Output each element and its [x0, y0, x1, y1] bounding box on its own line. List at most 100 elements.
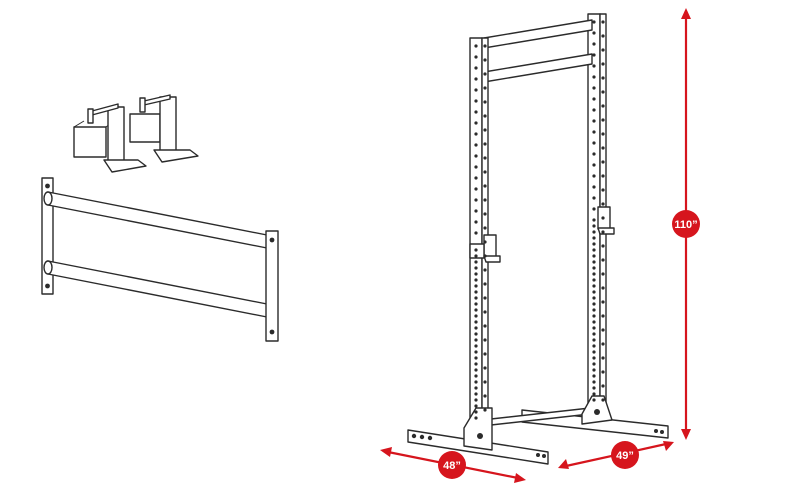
upright-hole [474, 88, 478, 92]
upright-hole [474, 254, 478, 258]
upright-hole [474, 187, 478, 191]
upright-hole [483, 114, 487, 118]
upright-hole [474, 176, 478, 180]
upright-hole [592, 350, 596, 354]
upright-hole [483, 212, 487, 216]
crossmember-illustration [41, 177, 279, 342]
upright-hole [601, 370, 605, 374]
upright-hole [592, 130, 596, 134]
upright-hole [592, 278, 596, 282]
upright-hole [483, 100, 487, 104]
upright-hole [474, 362, 478, 366]
upright-hole [474, 380, 478, 384]
upright-hole [474, 338, 478, 342]
upright-hole [592, 374, 596, 378]
upright-hole [474, 314, 478, 318]
width-badge [438, 451, 466, 479]
upright-hole [474, 356, 478, 360]
j-hooks-illustration [73, 94, 199, 173]
upright-hole [592, 196, 596, 200]
upright-hole [474, 416, 478, 420]
upright-hole [474, 410, 478, 414]
upright-hole [474, 260, 478, 264]
upright-hole [483, 366, 487, 370]
upright-hole [592, 141, 596, 145]
upright-hole [601, 160, 605, 164]
upright-hole [592, 248, 596, 252]
upright-hole [474, 143, 478, 147]
upright-hole [474, 154, 478, 158]
upright-hole [483, 352, 487, 356]
upright-hole [592, 42, 596, 46]
upright-hole [474, 398, 478, 402]
upright-hole [474, 302, 478, 306]
height-label: 110” [674, 219, 697, 231]
upright-hole [601, 216, 605, 220]
upright-hole [592, 260, 596, 264]
upright-hole [601, 20, 605, 24]
upright-hole [592, 230, 596, 234]
upright-hole [601, 356, 605, 360]
upright-hole [474, 386, 478, 390]
upright-hole [474, 248, 478, 252]
upright-hole [474, 272, 478, 276]
upright-hole [483, 282, 487, 286]
height-badge [672, 210, 700, 238]
depth-label: 49” [616, 450, 634, 462]
upright-hole [601, 90, 605, 94]
upright-hole [483, 72, 487, 76]
upright-hole [601, 258, 605, 262]
upright-hole [483, 226, 487, 230]
upright-hole [592, 242, 596, 246]
upright-hole [474, 231, 478, 235]
upright-hole [474, 198, 478, 202]
upright-hole [592, 20, 596, 24]
upright-hole [592, 119, 596, 123]
upright-hole [483, 380, 487, 384]
upright-hole [592, 392, 596, 396]
upright-hole [483, 324, 487, 328]
upright-hole [483, 268, 487, 272]
upright-hole [592, 356, 596, 360]
upright-hole [474, 110, 478, 114]
upright-hole [474, 121, 478, 125]
upright-hole [592, 53, 596, 57]
upright-hole [483, 394, 487, 398]
upright-hole [474, 344, 478, 348]
upright-hole [601, 384, 605, 388]
upright-hole [601, 174, 605, 178]
upright-hole [601, 118, 605, 122]
upright-hole [483, 198, 487, 202]
upright-hole [474, 132, 478, 136]
upright-hole [474, 266, 478, 270]
upright-hole [483, 184, 487, 188]
upright-hole [592, 218, 596, 222]
upright-hole [601, 104, 605, 108]
upright-hole [592, 97, 596, 101]
upright-hole [483, 58, 487, 62]
upright-hole [483, 296, 487, 300]
upright-hole [601, 244, 605, 248]
upright-hole [483, 156, 487, 160]
upright-hole [483, 310, 487, 314]
upright-hole [474, 209, 478, 213]
upright-hole [474, 308, 478, 312]
upright-hole [601, 132, 605, 136]
upright-hole [474, 77, 478, 81]
upright-hole [592, 174, 596, 178]
upright-hole [483, 170, 487, 174]
upright-hole [483, 128, 487, 132]
upright-hole [592, 86, 596, 90]
rack-upright-holes [474, 20, 605, 420]
upright-hole [601, 146, 605, 150]
upright-hole [601, 300, 605, 304]
upright-hole [592, 290, 596, 294]
upright-hole [592, 332, 596, 336]
upright-hole [601, 188, 605, 192]
upright-hole [592, 236, 596, 240]
upright-hole [601, 398, 605, 402]
upright-hole [592, 272, 596, 276]
upright-hole [592, 31, 596, 35]
dimension-width: 48” [380, 447, 526, 483]
j-hook-right [129, 94, 199, 163]
